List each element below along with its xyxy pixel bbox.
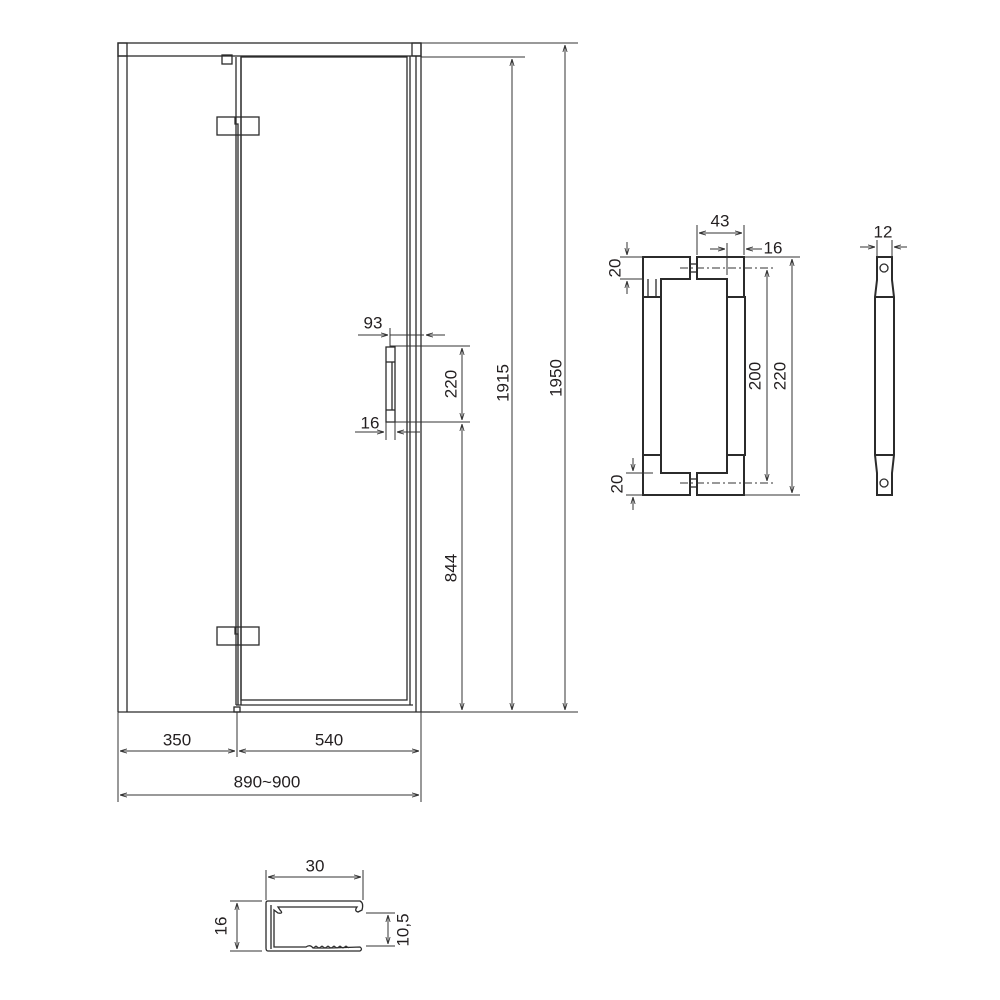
handle-bar-right [726, 296, 746, 456]
dim-door-height: 1915 [493, 364, 512, 402]
screw-icon [879, 478, 889, 488]
top-bar [117, 42, 422, 57]
dim-top-mount: 20 [605, 259, 624, 278]
dim-fixed-panel-width: 350 [163, 730, 191, 749]
dim-door-width: 540 [315, 730, 343, 749]
door-glass [240, 56, 408, 701]
shower-door-front-view: 1950 1915 220 844 93 16 350 540 890~900 [117, 42, 578, 802]
dim-handle-offset: 93 [364, 313, 383, 332]
dim-handle-width: 43 [711, 211, 730, 230]
dim-handle-depth: 16 [361, 413, 380, 432]
handle-bar-left [642, 296, 662, 456]
wall-profile-section: 30 16 10,5 [211, 856, 412, 952]
dim-total-width: 890~900 [234, 772, 301, 791]
dim-handle-position: 844 [441, 554, 460, 582]
dim-profile-inner-height: 10,5 [393, 913, 412, 946]
dim-profile-height: 16 [211, 917, 230, 936]
dim-handle-length: 220 [441, 370, 460, 398]
handle-detail-view: 43 16 20 20 200 220 [605, 211, 800, 510]
dim-handle-bar-depth: 16 [764, 238, 783, 257]
dim-total-length: 220 [770, 362, 789, 390]
door-handle [385, 346, 396, 423]
dim-total-height: 1950 [546, 359, 565, 397]
dim-bottom-mount: 20 [607, 475, 626, 494]
dim-profile-width: 30 [306, 856, 325, 875]
screw-icon [879, 263, 889, 273]
dim-center-spacing: 200 [745, 362, 764, 390]
dim-side-width: 12 [874, 222, 893, 241]
top-bracket [221, 54, 233, 65]
handle-side-view: 12 [860, 222, 907, 496]
